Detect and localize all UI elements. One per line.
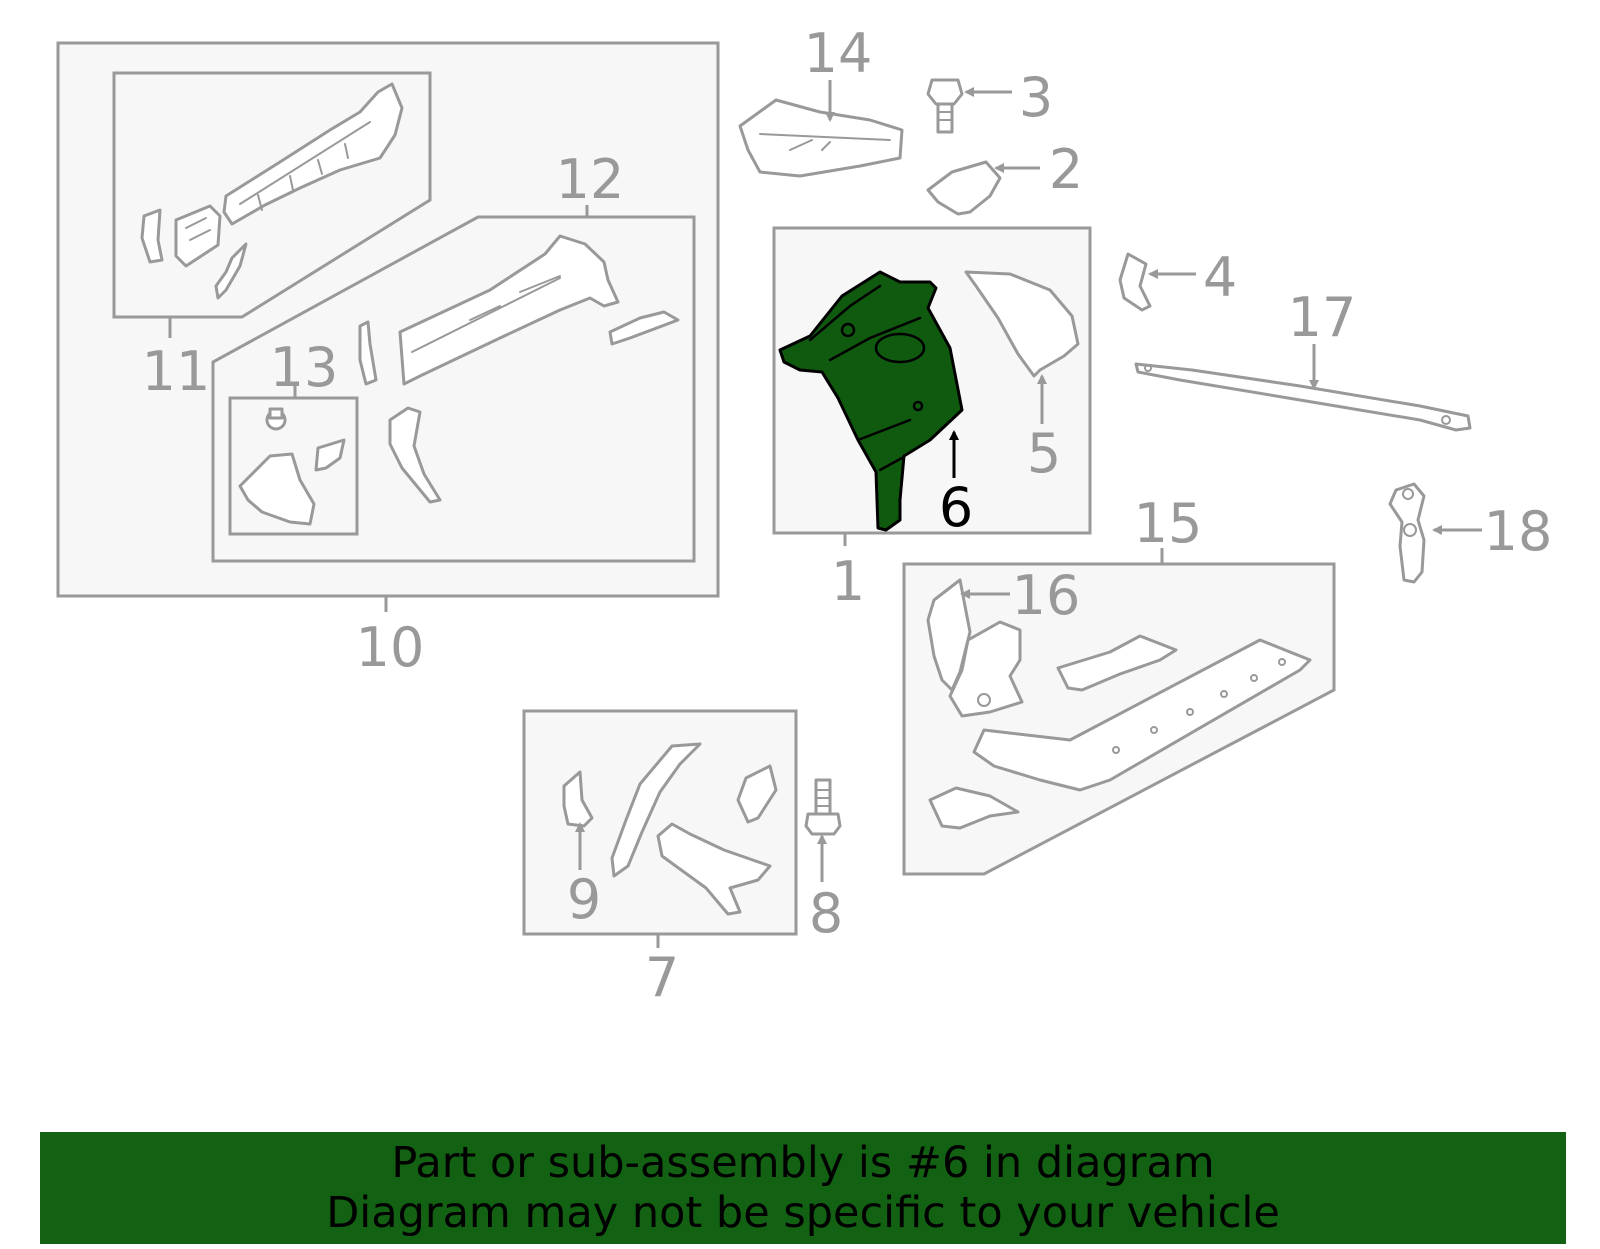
group-7-box <box>522 709 798 936</box>
part-17-tie-bar <box>1134 362 1472 432</box>
callout-6: 6 <box>939 476 973 539</box>
callout-2: 2 <box>1049 138 1083 201</box>
callout-13: 13 <box>270 336 339 399</box>
group-7-parts <box>562 742 778 916</box>
callout-14: 14 <box>804 22 873 85</box>
part-6-highlighted <box>778 270 964 532</box>
callout-5: 5 <box>1027 422 1061 485</box>
part-18-bracket <box>1388 482 1426 584</box>
callout-18: 18 <box>1484 500 1553 563</box>
part-8-stud <box>804 778 842 836</box>
banner-line-part: Part or sub-assembly is #6 in diagram <box>391 1138 1215 1188</box>
group-12-parts <box>238 234 680 526</box>
callout-1: 1 <box>831 550 865 613</box>
banner-line-disclaimer: Diagram may not be specific to your vehi… <box>326 1188 1280 1238</box>
part-3-bolt <box>926 78 964 134</box>
group-11-parts <box>140 82 404 300</box>
part-5-panel <box>964 270 1080 378</box>
callout-7: 7 <box>645 946 679 1009</box>
part-14-bracket <box>738 98 904 178</box>
callout-16: 16 <box>1012 564 1081 627</box>
callout-9: 9 <box>567 868 601 931</box>
callout-17: 17 <box>1288 286 1357 349</box>
callout-12: 12 <box>556 148 625 211</box>
group-15-parts <box>926 578 1312 830</box>
callout-8: 8 <box>809 882 843 945</box>
callout-11: 11 <box>142 340 211 403</box>
part-2-plate <box>926 160 1002 216</box>
callout-3: 3 <box>1019 66 1053 129</box>
callout-4: 4 <box>1203 246 1237 309</box>
callout-15: 15 <box>1134 492 1203 555</box>
callout-10: 10 <box>356 616 425 679</box>
info-banner: Part or sub-assembly is #6 in diagram Di… <box>40 1132 1566 1244</box>
part-4-clip <box>1118 252 1152 312</box>
callout-labels: 1 2 3 4 5 6 7 8 9 10 11 12 13 14 15 16 1… <box>142 22 1553 1009</box>
leader-lines <box>168 80 1482 948</box>
